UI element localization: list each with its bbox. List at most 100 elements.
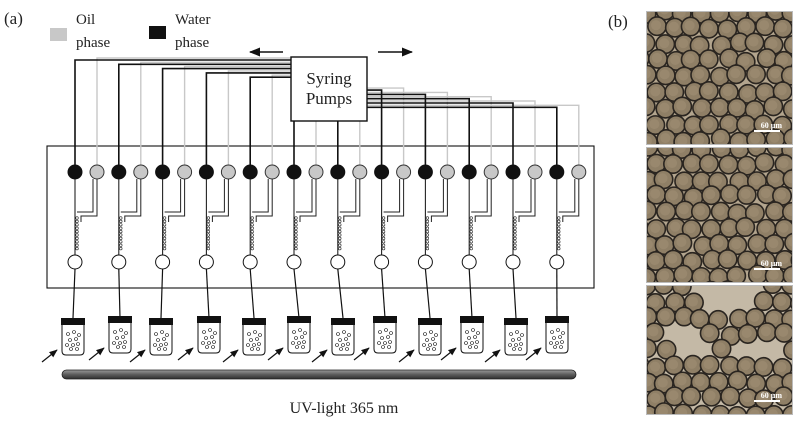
channel-droplet (119, 236, 123, 240)
bead-highlight (676, 375, 687, 386)
channel-droplet (513, 240, 517, 244)
oil-legend-label-1: Oil (76, 12, 95, 28)
channel-droplet (250, 216, 254, 220)
bead-highlight (712, 375, 723, 387)
bead-highlight (724, 359, 735, 370)
bead-highlight (776, 22, 788, 33)
oil-channel-inner (77, 179, 94, 213)
channel-droplet (119, 223, 123, 227)
channel-droplet (294, 219, 298, 223)
bead-highlight (657, 173, 668, 184)
bead-highlight (751, 12, 762, 18)
collected-droplet (164, 342, 168, 346)
channel-droplet (75, 247, 79, 251)
bead-highlight (647, 37, 650, 47)
bead-highlight (748, 103, 759, 115)
water-legend-swatch (149, 26, 166, 39)
bead-highlight (733, 135, 744, 144)
microgel-bead (656, 148, 677, 157)
bead-highlight (658, 239, 669, 250)
bead-highlight (723, 221, 734, 233)
oil-channel (474, 179, 492, 222)
channel-droplet (294, 223, 298, 227)
outlet-port (417, 254, 433, 270)
water-tube (118, 63, 301, 172)
channel-droplet (382, 240, 386, 244)
oil-channel (211, 179, 229, 222)
bead-highlight (647, 12, 651, 18)
collected-droplet (115, 336, 119, 340)
outlet-port (242, 254, 258, 270)
bead-highlight (659, 270, 670, 281)
bead-highlight (659, 38, 670, 49)
channel-droplet (75, 243, 79, 247)
bead-highlight (733, 148, 744, 153)
generator-unit (177, 164, 236, 361)
channel-droplet (513, 236, 517, 240)
uv-arrow-icon (525, 347, 542, 361)
channel-droplet (557, 230, 561, 234)
collected-droplet (292, 330, 296, 334)
channel-droplet (206, 216, 210, 220)
bead-highlight (758, 156, 769, 167)
water-tube (345, 93, 427, 172)
collection-tube (249, 268, 255, 319)
collected-droplet (515, 330, 519, 334)
bead-highlight (702, 118, 714, 129)
channel-droplet (425, 240, 430, 244)
channel-droplet (163, 226, 167, 230)
channel-droplet (338, 226, 342, 230)
bead-highlight (713, 12, 724, 18)
channel-droplet (294, 226, 298, 230)
oil-channel (562, 179, 580, 222)
channel-droplet (250, 219, 254, 223)
uv-arrow-icon (222, 349, 239, 363)
bead-highlight (748, 36, 759, 47)
generator-unit (398, 164, 455, 363)
bead-highlight (739, 55, 750, 66)
bead-highlight (649, 254, 660, 266)
collected-droplet (508, 343, 512, 347)
vial-cap (287, 316, 311, 323)
collected-droplet (71, 343, 75, 347)
outlet-port (374, 254, 390, 270)
collected-droplet (558, 335, 562, 339)
bead-highlight (778, 253, 789, 265)
bead-highlight (775, 189, 787, 200)
collected-droplet (246, 343, 250, 347)
collected-droplet (250, 347, 254, 351)
bead-highlight (650, 157, 661, 168)
bead-highlight (759, 20, 770, 31)
channel-droplet (425, 236, 430, 240)
collected-droplet (156, 338, 160, 342)
collection-tube (424, 268, 431, 319)
oil-inlet (483, 164, 499, 180)
bead-highlight (787, 38, 792, 49)
bead-highlight (650, 188, 661, 199)
vial-body (287, 323, 311, 354)
bead-highlight (742, 392, 753, 403)
bead-highlight (695, 270, 706, 282)
bead-highlight (760, 222, 771, 233)
collected-droplet (338, 338, 342, 342)
bead-highlight (758, 86, 770, 97)
bead-highlight (733, 36, 744, 47)
bead-highlight (687, 119, 698, 130)
bead-highlight (768, 269, 779, 280)
bead-highlight (703, 327, 714, 338)
bead-highlight (676, 100, 687, 111)
bead-highlight (688, 85, 699, 96)
bead-highlight (647, 409, 653, 414)
bead-highlight (750, 133, 761, 144)
bead-highlight (760, 326, 771, 337)
scale-bar-1 (754, 130, 780, 132)
bead-highlight (660, 12, 669, 15)
bead-highlight (647, 100, 650, 110)
bead-highlight (649, 119, 660, 130)
water-inlet (286, 164, 302, 180)
channel-droplet (294, 216, 298, 220)
bead-highlight (668, 21, 679, 32)
channel-droplet (163, 216, 167, 220)
outlet-port (461, 254, 477, 270)
bead-highlight (659, 69, 670, 80)
